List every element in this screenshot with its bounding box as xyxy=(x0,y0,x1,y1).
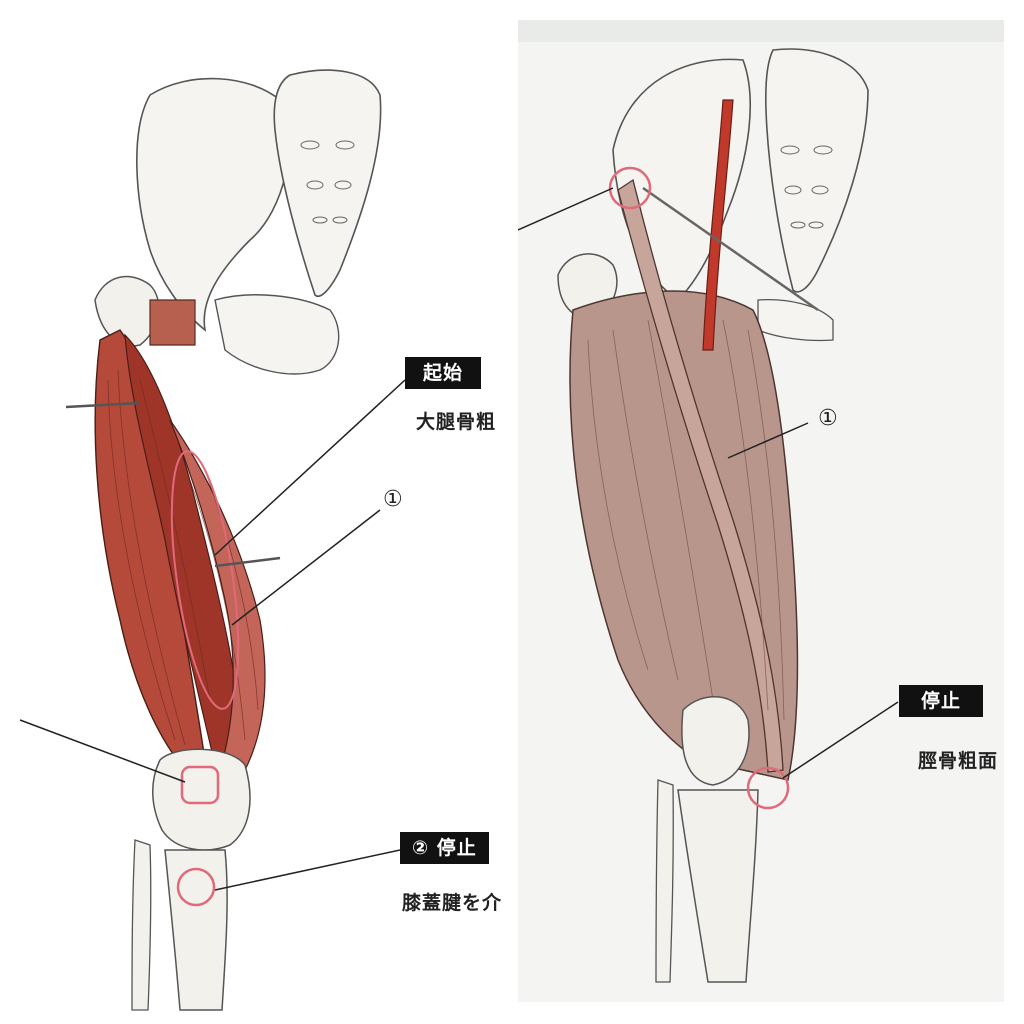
sacrum-right xyxy=(765,48,869,293)
sacral-foramina xyxy=(300,140,355,224)
muscle-number-label-right: ① xyxy=(818,406,838,431)
insertion-label-tag-right: 停止 xyxy=(899,685,984,717)
patella-knee xyxy=(152,748,251,851)
muscle-number-label: ① xyxy=(383,487,403,512)
origin-outline xyxy=(170,450,240,710)
tibial-tuberosity-marker xyxy=(176,867,216,907)
fibula-right xyxy=(655,779,674,983)
pin-right xyxy=(642,186,819,312)
sartorius xyxy=(617,178,784,773)
insertion-leader-line-right xyxy=(782,701,899,779)
insertion-label-tag: ② 停止 xyxy=(400,832,489,864)
patella-right xyxy=(681,696,750,786)
asis-marker xyxy=(608,166,652,210)
panel-top-strip xyxy=(518,20,1004,42)
sacrum xyxy=(273,69,382,297)
right-thigh-illustration xyxy=(518,48,899,983)
left-edge-leader-line-right xyxy=(518,187,614,231)
left-thigh-illustration xyxy=(19,69,406,1011)
insertion-leader-line xyxy=(214,849,401,891)
pubic-bone xyxy=(214,294,340,375)
tibia-right xyxy=(677,789,759,983)
origin-label-tag: 起始 xyxy=(405,357,482,389)
origin-description: 大腿骨粗 xyxy=(416,411,497,433)
insertion-description-right: 脛骨粗面 xyxy=(918,750,999,772)
muscle-fibers xyxy=(107,369,259,746)
pubic-bone-right xyxy=(757,299,834,342)
origin-leader-line xyxy=(214,379,406,556)
sacral-foramina-right xyxy=(780,145,833,229)
patella-marker xyxy=(180,765,220,805)
pes-anserinus-marker xyxy=(746,766,790,810)
femoral-artery xyxy=(702,99,734,351)
muscle1-leader-line-right xyxy=(727,422,809,459)
muscle-fibers-right xyxy=(587,319,785,721)
muscle1-leader-line xyxy=(231,509,381,626)
left-edge-leader-line xyxy=(19,719,186,783)
iliopsoas-stub xyxy=(149,299,196,346)
pin-upper xyxy=(65,401,141,409)
thigh-muscle-mass xyxy=(569,290,799,781)
tibia xyxy=(164,849,228,1011)
pin-lower xyxy=(214,556,281,568)
left-anatomy-panel: 起始 大腿骨粗 ① ② 停止 膝蓋腱を介 xyxy=(0,0,506,1024)
pelvis-ilium xyxy=(136,77,290,332)
insertion-description: 膝蓋腱を介 xyxy=(402,892,503,914)
femur-greater-trochanter xyxy=(94,275,160,347)
fibula xyxy=(131,839,152,1011)
right-anatomy-panel: ① 停止 脛骨粗面 xyxy=(518,20,1004,1002)
